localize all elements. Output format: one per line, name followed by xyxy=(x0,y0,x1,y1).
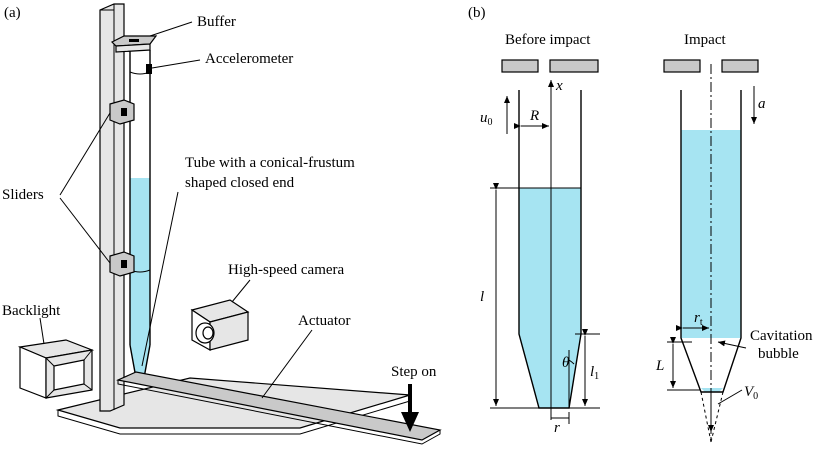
symbol-l: l xyxy=(480,289,484,305)
leader-lines xyxy=(39,21,313,399)
symbol-r: r xyxy=(554,420,560,436)
support-column xyxy=(99,3,125,412)
drop-tube xyxy=(129,50,151,379)
label-buffer: Buffer xyxy=(197,14,236,30)
backlight-box xyxy=(17,339,95,399)
symbol-a: a xyxy=(758,96,766,112)
label-accelerometer: Accelerometer xyxy=(205,51,293,67)
panel-b-label: (b) xyxy=(468,5,486,21)
label-backlight: Backlight xyxy=(2,303,61,319)
label-tube-line2: shaped closed end xyxy=(185,175,295,191)
slider-upper xyxy=(109,99,135,125)
symbol-rt: rt xyxy=(694,310,703,328)
panel-a-label: (a) xyxy=(4,5,21,21)
title-before-impact: Before impact xyxy=(505,32,591,48)
tube-impact xyxy=(663,59,759,443)
label-tube-line1: Tube with a conical-frustum xyxy=(185,155,355,171)
actuator-beam xyxy=(116,371,442,445)
label-sliders: Sliders xyxy=(2,187,44,203)
accelerometer-sensor xyxy=(146,64,152,74)
label-camera: High-speed camera xyxy=(228,262,345,278)
symbol-theta: θ xyxy=(562,355,570,371)
step-on-arrow xyxy=(401,384,419,432)
slider-lower xyxy=(109,251,135,277)
label-cavitation-line1: Cavitation xyxy=(750,328,813,344)
label-actuator: Actuator xyxy=(298,313,350,329)
symbol-u0: u0 xyxy=(480,110,493,128)
symbol-l1: l1 xyxy=(590,364,599,382)
buffer-block xyxy=(110,35,158,53)
symbol-x: x xyxy=(555,78,563,94)
symbol-L: L xyxy=(655,358,664,374)
camera-body xyxy=(190,299,250,352)
symbol-V0: V0 xyxy=(744,384,758,402)
label-step-on: Step on xyxy=(391,364,437,380)
tube-water xyxy=(130,178,150,345)
title-impact: Impact xyxy=(684,32,726,48)
symbol-R: R xyxy=(529,108,539,124)
label-cavitation-line2: bubble xyxy=(758,346,799,362)
tube-before-impact xyxy=(490,59,600,424)
